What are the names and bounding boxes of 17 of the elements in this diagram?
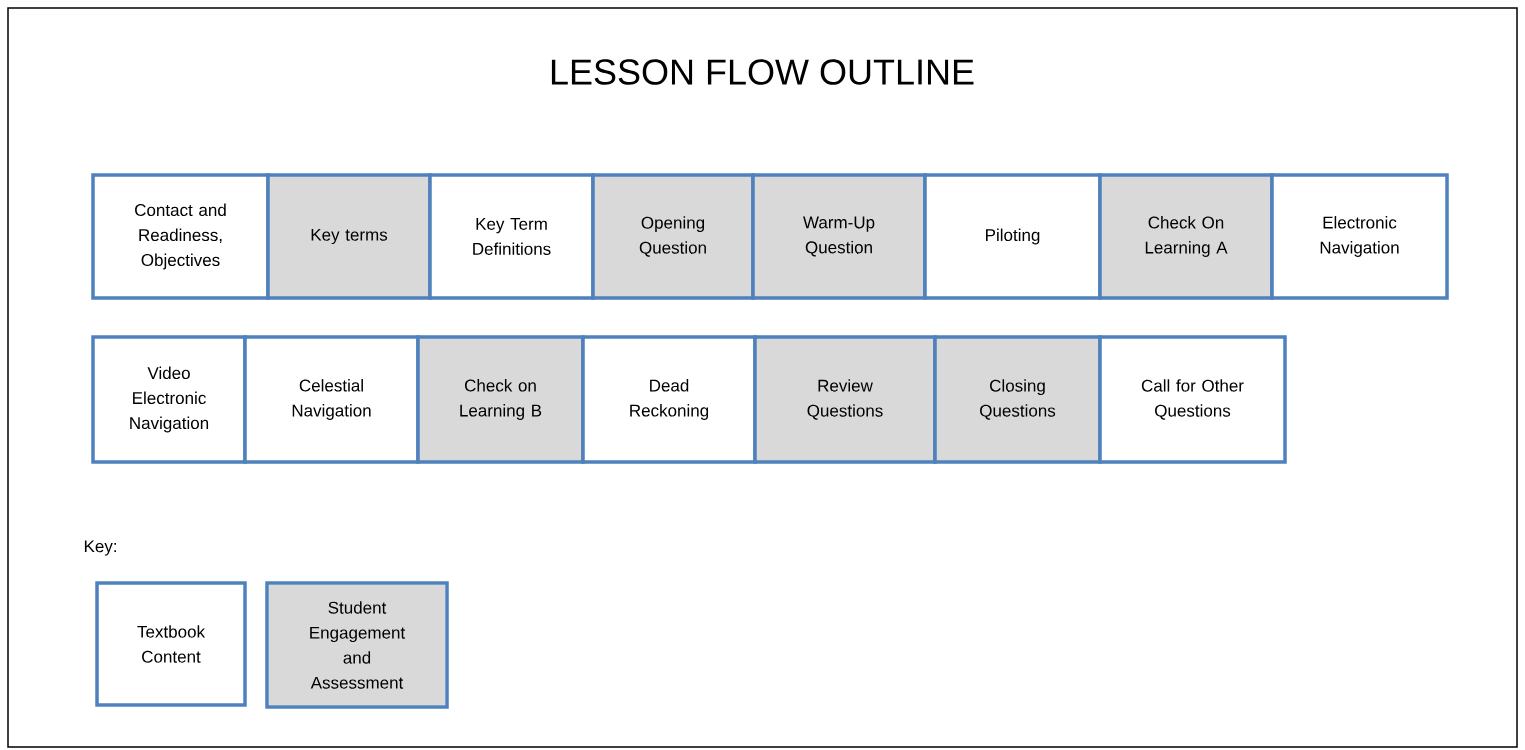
- process-box: Closing Questions: [933, 335, 1102, 464]
- process-box: Check On Learning A: [1098, 173, 1274, 300]
- title: LESSON FLOW OUTLINE: [551, 59, 974, 85]
- process-box: Check on Learning B: [416, 335, 585, 464]
- process-box: Key terms: [266, 173, 432, 300]
- process-box: Key Term Definitions: [428, 173, 595, 300]
- process-box: Celestial Navigation: [243, 335, 420, 464]
- process-box: Call for Other Questions: [1098, 335, 1287, 464]
- key-label: Key:: [84, 540, 116, 556]
- process-box: Warm-Up Question: [751, 173, 927, 300]
- process-box: Contact and Readiness, Objectives: [91, 173, 270, 300]
- process-box: Review Questions: [753, 335, 937, 464]
- process-box: Dead Reckoning: [581, 335, 757, 464]
- process-box: Electronic Navigation: [1270, 173, 1449, 300]
- process-box: Video Electronic Navigation: [91, 335, 247, 464]
- process-box: Opening Question: [591, 173, 755, 300]
- process-box: Piloting: [923, 173, 1102, 300]
